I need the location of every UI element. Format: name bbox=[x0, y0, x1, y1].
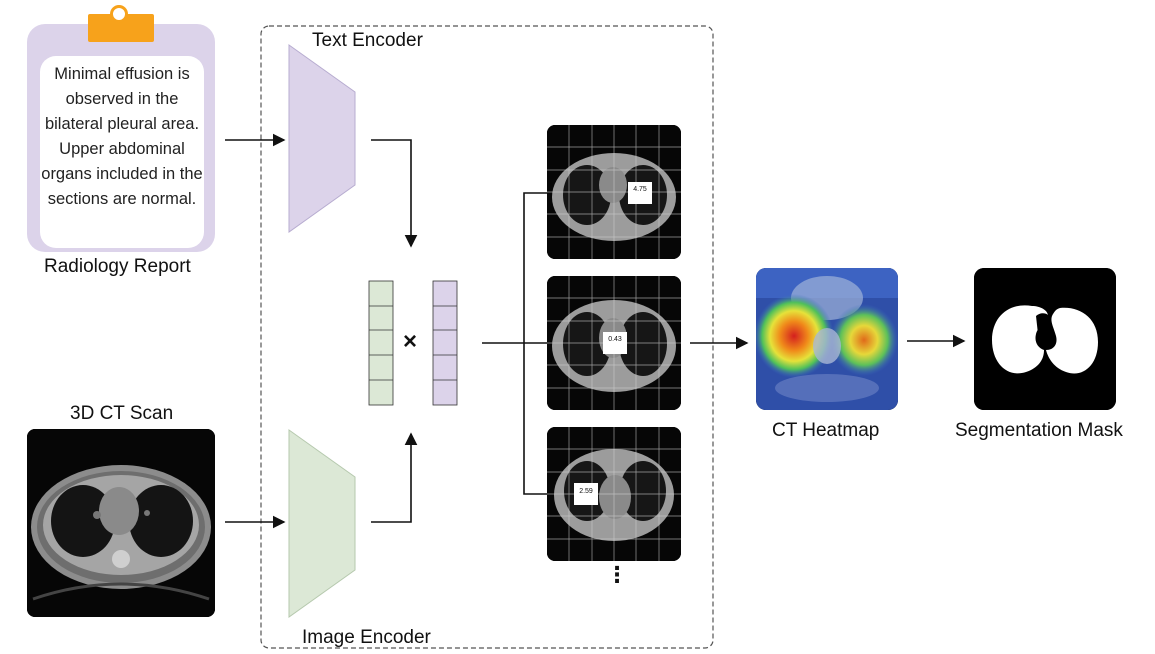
multiply-operator: × bbox=[403, 328, 418, 355]
image-embedding-vector bbox=[368, 280, 394, 406]
text-embedding-arrow bbox=[371, 139, 418, 248]
clipboard-ring-icon bbox=[110, 5, 128, 23]
image-encoder-block bbox=[288, 429, 356, 618]
slice-2-score: 0.43 bbox=[608, 336, 622, 343]
ct-heatmap-label: CT Heatmap bbox=[772, 420, 880, 441]
report-paper bbox=[40, 56, 204, 248]
slice-3-score: 2.59 bbox=[579, 488, 593, 495]
image-encoder-label: Image Encoder bbox=[302, 627, 431, 648]
ct-scan-label: 3D CT Scan bbox=[70, 403, 174, 424]
text-embedding-vector bbox=[432, 280, 458, 406]
segmentation-mask-image bbox=[974, 268, 1116, 410]
ct-heatmap-image bbox=[756, 268, 898, 410]
text-encoder-block bbox=[288, 44, 356, 233]
image-embedding-arrow bbox=[371, 432, 418, 523]
ct-scan-image bbox=[27, 429, 215, 617]
slice-1-score: 4.75 bbox=[633, 186, 647, 193]
report-text: Minimal effusion is observed in the bila… bbox=[41, 65, 203, 208]
ct-slice-1 bbox=[547, 125, 681, 259]
ct-slice-2 bbox=[547, 276, 681, 410]
more-slices-ellipsis: ⋮ bbox=[606, 562, 628, 587]
text-encoder-label: Text Encoder bbox=[312, 30, 423, 51]
segmentation-mask-label: Segmentation Mask bbox=[955, 420, 1123, 441]
ct-slice-3 bbox=[547, 427, 681, 561]
radiology-report-label: Radiology Report bbox=[44, 256, 191, 277]
